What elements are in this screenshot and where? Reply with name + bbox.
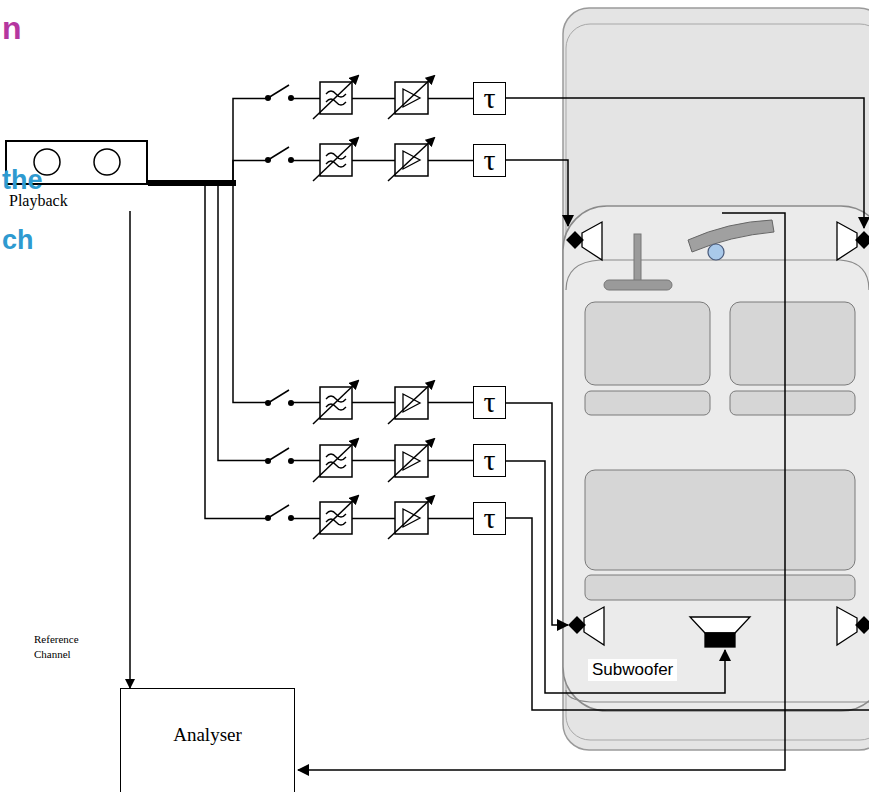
- delay-block: τ: [473, 502, 506, 535]
- delay-symbol: τ: [474, 83, 505, 113]
- delay-block: τ: [473, 444, 506, 477]
- adjust-arrow: [313, 381, 358, 424]
- car-outline: [563, 8, 869, 750]
- channel-chains: [265, 76, 434, 539]
- speaker-wires: [506, 98, 869, 710]
- delay-symbol: τ: [474, 387, 505, 417]
- switch-blade: [268, 147, 289, 160]
- edge-label: Reference Channel: [34, 632, 96, 662]
- delay-symbol: τ: [474, 145, 505, 175]
- delay-symbol: τ: [474, 445, 505, 475]
- signal-bus: [148, 180, 236, 186]
- speaker-label: Subwoofer: [588, 659, 677, 681]
- slide-fragment: n: [2, 10, 22, 47]
- switch-blade: [268, 85, 289, 98]
- microphone-lead: [298, 213, 785, 770]
- slide-fragment: the: [2, 165, 43, 196]
- adjust-arrow: [388, 76, 434, 119]
- adjust-arrow: [313, 496, 358, 539]
- switch-blade: [268, 448, 289, 461]
- speakers: [567, 222, 869, 647]
- signal-line: [148, 183, 473, 461]
- delay-symbol: τ: [474, 503, 505, 533]
- switch-contact: [288, 458, 294, 464]
- adjust-arrow: [313, 76, 358, 119]
- switch-contact: [288, 400, 294, 406]
- adjust-arrow: [388, 496, 434, 539]
- delay-block: τ: [473, 144, 506, 177]
- signal-line: [129, 211, 131, 688]
- analyser-box: Analyser: [120, 688, 295, 792]
- node-label: Analyser: [121, 723, 294, 747]
- switch-contact: [288, 515, 294, 521]
- adjust-arrow: [388, 381, 434, 424]
- delay-block: τ: [473, 82, 506, 115]
- switch-blade: [268, 390, 289, 403]
- adjust-arrow: [313, 138, 358, 181]
- switch-contact: [288, 157, 294, 163]
- switch-contact: [288, 95, 294, 101]
- slide-fragment: ch: [2, 225, 34, 256]
- microphone: [708, 244, 724, 260]
- delay-block: τ: [473, 386, 506, 419]
- adjust-arrow: [388, 138, 434, 181]
- adjust-arrow: [388, 439, 434, 482]
- signal-line: [148, 183, 473, 519]
- adjust-arrow: [313, 439, 358, 482]
- switch-blade: [268, 505, 289, 518]
- signal-line: [148, 183, 473, 403]
